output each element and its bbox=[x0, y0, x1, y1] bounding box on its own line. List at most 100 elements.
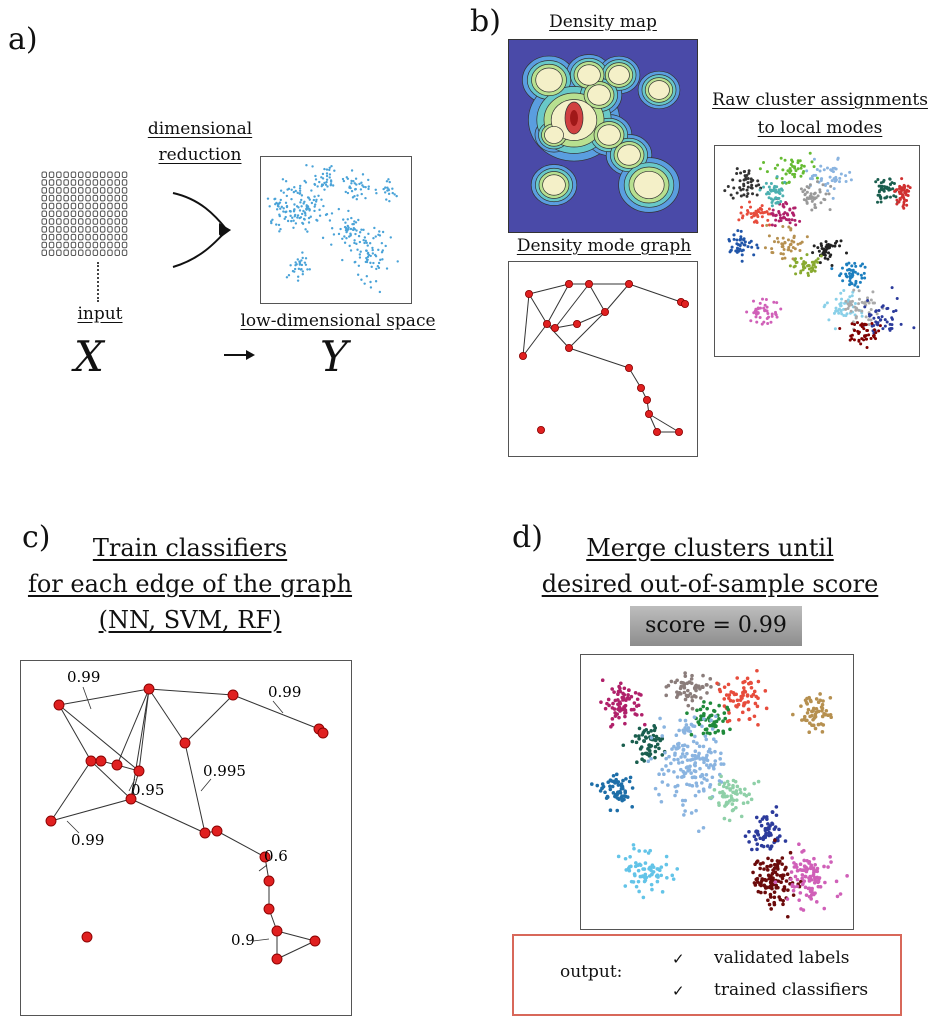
scatter-point bbox=[727, 818, 732, 823]
graph-edge bbox=[276, 930, 316, 942]
scatter-point bbox=[708, 723, 712, 728]
scatter-point bbox=[613, 711, 617, 715]
scatter-point bbox=[378, 290, 382, 294]
scatter-point bbox=[771, 208, 775, 212]
scatter-point bbox=[304, 181, 308, 184]
scatter-point bbox=[622, 692, 627, 697]
digit-glyph bbox=[121, 210, 128, 217]
scatter-point bbox=[770, 250, 774, 254]
scatter-point bbox=[705, 706, 709, 711]
scatter-point bbox=[701, 731, 706, 736]
label-leader bbox=[128, 778, 136, 792]
dotted-connector bbox=[97, 262, 101, 302]
scatter-point bbox=[854, 264, 858, 268]
scatter-point bbox=[863, 265, 867, 269]
scatter-point bbox=[692, 757, 697, 761]
scatter-point bbox=[742, 686, 746, 690]
scatter-point bbox=[743, 240, 747, 244]
digit-glyph bbox=[92, 241, 99, 249]
scatter-point bbox=[268, 205, 271, 208]
scatter-point bbox=[844, 274, 848, 278]
graph-edge bbox=[568, 347, 630, 369]
scatter-point bbox=[279, 207, 282, 210]
scatter-point bbox=[318, 180, 321, 184]
scatter-point bbox=[832, 187, 836, 191]
scatter-point bbox=[675, 867, 680, 871]
scatter-point bbox=[740, 710, 745, 715]
digit-glyph bbox=[114, 202, 120, 210]
scatter-point bbox=[352, 179, 355, 183]
graph-node bbox=[565, 344, 574, 353]
scatter-point bbox=[845, 874, 849, 878]
graph-edge bbox=[554, 283, 590, 329]
scatter-point bbox=[310, 189, 313, 192]
scatter-point bbox=[299, 268, 303, 271]
scatter-point bbox=[742, 182, 746, 186]
scatter-point bbox=[723, 189, 727, 193]
scatter-point bbox=[877, 329, 881, 333]
scatter-point bbox=[326, 185, 329, 188]
scatter-point bbox=[328, 219, 332, 222]
label-leader bbox=[252, 938, 270, 942]
scatter-point bbox=[638, 747, 643, 751]
scatter-point bbox=[760, 322, 764, 326]
scatter-point bbox=[835, 239, 839, 243]
digit-glyph bbox=[107, 202, 113, 210]
scatter-point bbox=[778, 216, 782, 220]
scatter-point bbox=[383, 191, 387, 194]
scatter-point bbox=[808, 866, 813, 871]
scatter-point bbox=[762, 306, 766, 310]
scatter-point bbox=[799, 187, 803, 191]
scatter-point bbox=[718, 757, 722, 761]
density-contour bbox=[542, 174, 566, 196]
scatter-point bbox=[664, 854, 669, 859]
graph-node bbox=[524, 289, 533, 298]
scatter-point bbox=[809, 192, 813, 196]
scatter-point bbox=[788, 207, 792, 211]
digit-glyph bbox=[99, 241, 106, 249]
graph-node bbox=[652, 427, 661, 436]
scatter-point bbox=[752, 299, 756, 303]
scatter-point bbox=[725, 785, 729, 790]
scatter-point bbox=[862, 338, 866, 342]
scatter-point bbox=[694, 688, 698, 693]
scatter-point bbox=[740, 259, 744, 263]
scatter-point bbox=[699, 714, 703, 718]
scatter-point bbox=[318, 214, 322, 217]
scatter-point bbox=[372, 261, 375, 265]
density-contour bbox=[608, 65, 630, 85]
scatter-point bbox=[779, 156, 783, 160]
scatter-point bbox=[628, 854, 632, 859]
scatter-point bbox=[807, 721, 812, 725]
scatter-point bbox=[371, 246, 374, 250]
scatter-point bbox=[610, 687, 614, 691]
scatter-point bbox=[841, 279, 845, 283]
scatter-point bbox=[766, 322, 770, 326]
scatter-point bbox=[595, 783, 600, 788]
scatter-point bbox=[807, 267, 811, 271]
scatter-point bbox=[792, 234, 796, 238]
scatter-point bbox=[368, 242, 372, 245]
scatter-point bbox=[833, 327, 837, 331]
scatter-point bbox=[692, 715, 697, 719]
scatter-point bbox=[754, 694, 759, 699]
scatter-point bbox=[801, 908, 806, 912]
scatter-point bbox=[770, 200, 774, 204]
scatter-point bbox=[292, 190, 296, 194]
scatter-point bbox=[695, 741, 699, 745]
scatter-point bbox=[755, 193, 759, 197]
scatter-point bbox=[864, 315, 868, 319]
digit-glyph bbox=[63, 249, 69, 256]
scatter-point bbox=[846, 306, 850, 310]
digit-glyph bbox=[85, 194, 91, 202]
digit-glyph bbox=[85, 218, 91, 225]
scatter-point bbox=[681, 769, 686, 774]
digit-glyph bbox=[121, 249, 128, 256]
scatter-point bbox=[722, 781, 727, 786]
scatter-point bbox=[762, 320, 766, 324]
scatter-point bbox=[370, 265, 373, 269]
scatter-point bbox=[619, 681, 623, 686]
scatter-point bbox=[302, 217, 306, 221]
scatter-point bbox=[884, 186, 888, 190]
scatter-point bbox=[375, 267, 378, 271]
